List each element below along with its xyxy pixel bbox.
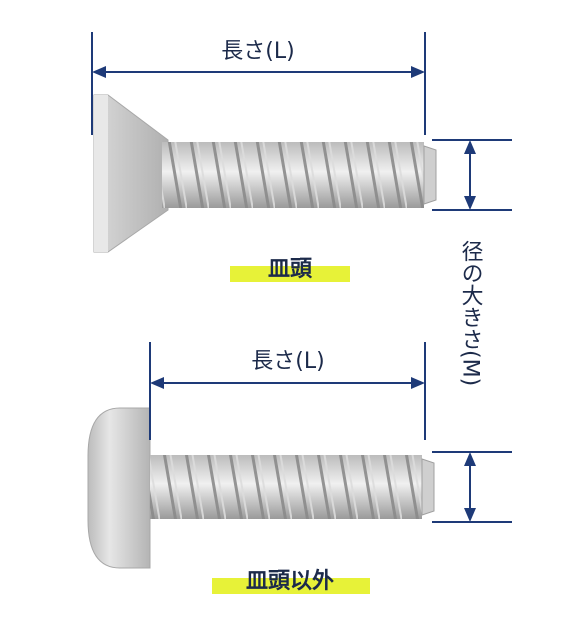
pan-diameter-dimension <box>432 451 512 523</box>
pan-caption: 皿頭以外 <box>212 568 370 594</box>
countersunk-length-dimension: 長さ(L) <box>91 32 426 135</box>
countersunk-caption: 皿頭 <box>230 257 350 282</box>
countersunk-diameter-dimension <box>432 139 512 211</box>
pan-length-label: 長さ(L) <box>251 349 324 374</box>
diameter-label-group: 径の大きさ(M) <box>458 240 484 386</box>
pan-length-dimension: 長さ(L) <box>149 342 426 440</box>
pan-head <box>87 407 151 569</box>
diameter-label: 径の大きさ(M) <box>458 240 484 386</box>
countersunk-caption-text: 皿頭 <box>268 257 313 282</box>
countersunk-tip <box>423 145 437 205</box>
pan-caption-text: 皿頭以外 <box>246 568 334 594</box>
countersunk-length-label: 長さ(L) <box>221 39 294 64</box>
pan-head-screw <box>87 407 435 569</box>
pan-tip <box>421 458 435 516</box>
countersunk-screw <box>93 94 437 253</box>
